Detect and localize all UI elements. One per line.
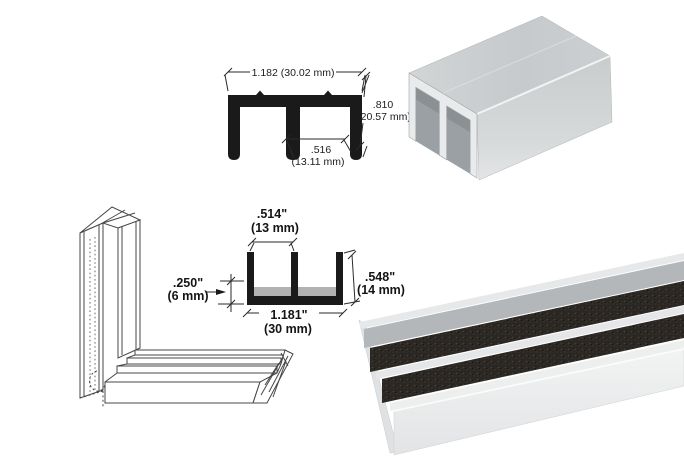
lower-track-cross-section-figure: .514" (13 mm) .250" (6 mm) .548" (14 mm)… bbox=[160, 200, 410, 345]
back-wall-inner bbox=[364, 261, 684, 348]
dim-height-mm: (20.57 mm) bbox=[357, 111, 411, 123]
dim-channel-width-inch: .514" bbox=[257, 207, 287, 221]
dim-channel-width: .514" (13 mm) bbox=[247, 207, 299, 252]
lower-track-3d-render bbox=[358, 253, 684, 456]
profile-top-notches bbox=[256, 90, 332, 95]
dim-channel: .516 (13.11 mm) bbox=[281, 134, 352, 168]
dim-width-label: 1.182 (30.02 mm) bbox=[252, 67, 335, 79]
front-wall-top bbox=[390, 340, 684, 411]
dim-height-mm: (14 mm) bbox=[357, 283, 405, 297]
dim-base-inch: .250" bbox=[173, 276, 203, 290]
upper-track-photo-figure bbox=[390, 10, 684, 190]
sill-end-hatching bbox=[260, 352, 289, 398]
jamb-inner-bar bbox=[117, 219, 141, 359]
dim-width: 1.182 (30.02 mm) bbox=[223, 67, 367, 92]
back-wall-top bbox=[360, 253, 684, 329]
hidden-corner-lines bbox=[79, 370, 106, 407]
channel-shadow bbox=[415, 87, 471, 133]
lower-track-profile-shape bbox=[247, 252, 343, 305]
jamb-dotted-lines bbox=[89, 237, 96, 395]
end-face-section bbox=[409, 73, 477, 178]
sill-miter-end bbox=[252, 349, 294, 404]
wool-pile-front bbox=[382, 314, 684, 403]
upper-track-profile-shape bbox=[228, 95, 362, 160]
channel-infill-left bbox=[254, 287, 291, 296]
dim-channel-mm: (13.11 mm) bbox=[292, 156, 345, 168]
dim-overall-width-mm: (30 mm) bbox=[264, 322, 312, 336]
arrowhead bbox=[216, 289, 226, 295]
dim-channel-inch: .516 bbox=[311, 144, 332, 156]
dim-base-mm: (6 mm) bbox=[168, 289, 209, 303]
front-edge-highlight bbox=[476, 55, 611, 115]
dim-height-inch: .548" bbox=[365, 270, 395, 284]
dim-overall-width: 1.181" (30 mm) bbox=[242, 308, 348, 336]
dim-channel-width-mm: (13 mm) bbox=[251, 221, 299, 235]
dim-overall-width-inch: 1.181" bbox=[270, 308, 307, 322]
corner-assembly-figure bbox=[55, 195, 305, 445]
dim-height: .548" (14 mm) bbox=[343, 249, 405, 307]
top-face-seam bbox=[442, 35, 577, 94]
wool-pile-back bbox=[370, 281, 684, 372]
sill-extrusion bbox=[104, 349, 294, 404]
sill-fascia bbox=[104, 381, 261, 404]
jamb-extrusion bbox=[79, 206, 142, 407]
upper-track-3d-render bbox=[409, 15, 613, 181]
dim-height-inch: .810 bbox=[373, 99, 394, 111]
channel-infill-right bbox=[298, 287, 336, 296]
dim-height: .810 (20.57 mm) bbox=[355, 71, 411, 158]
front-edge-highlight bbox=[393, 348, 684, 412]
middle-wall-top bbox=[376, 306, 684, 379]
upper-track-cross-section-figure: 1.182 (30.02 mm) .810 (20.57 mm) .516 (1… bbox=[205, 45, 435, 180]
jamb-outer-bar bbox=[79, 222, 104, 399]
dim-base-thickness: .250" (6 mm) bbox=[168, 274, 244, 312]
lower-track-photo-figure bbox=[350, 240, 684, 459]
